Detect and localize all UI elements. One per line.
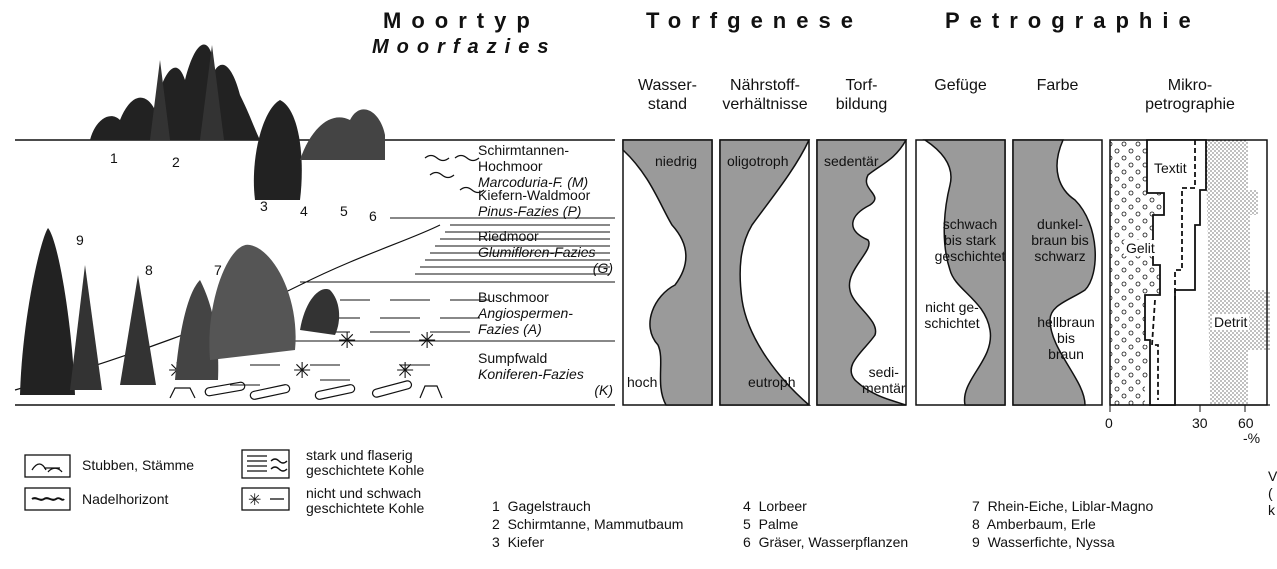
header-torfgenese: Torfgenese [646,8,863,34]
plant-number-2: 2 [172,154,180,170]
label-detrit: Detrit [1212,314,1249,330]
wasserstand-curve [623,140,712,405]
plant-number-7: 7 [214,262,222,278]
legend-nadel: Nadelhorizont [82,492,168,507]
svg-text:✳: ✳ [418,329,436,354]
plant-number-8: 8 [145,262,153,278]
colhead-torfbildung: Torf-bildung [817,76,906,114]
svg-text:✳: ✳ [293,359,311,384]
colhead-wasserstand: Wasser-stand [623,76,712,114]
plant-number-3: 3 [260,198,268,214]
header-moorfazies: Moorfazies [372,36,556,59]
label-sedimentaer: sedi-mentär [862,364,906,396]
plant-number-6: 6 [369,208,377,224]
plant-number-9: 9 [76,232,84,248]
edge-text: V(k [1268,468,1277,519]
mikro-chart [1110,140,1270,412]
label-oligotroph: oligotroph [727,153,789,169]
label-gelit: Gelit [1124,240,1157,256]
colhead-farbe: Farbe [1013,76,1102,95]
plant-number-4: 4 [300,203,308,219]
colhead-mikro: Mikro-petrographie [1120,76,1260,114]
naehrstoff-curve [720,140,809,405]
legend-stubben: Stubben, Stämme [82,458,194,473]
label-hoch: hoch [627,374,657,390]
label-niedrig: niedrig [655,153,697,169]
svg-text:✳: ✳ [338,329,356,354]
axis-tick-0: 0 [1105,415,1113,431]
header-moortyp: Moortyp [383,8,540,34]
axis-unit: -% [1243,430,1260,446]
farbe-curve [1013,140,1095,405]
label-eutroph: eutroph [748,374,795,390]
header-petrographie: Petrographie [945,8,1201,34]
plant-number-1: 1 [110,150,118,166]
colhead-naehrstoff: Nährstoff-verhältnisse [712,76,818,114]
svg-text:✳: ✳ [248,490,261,509]
svg-text:✳: ✳ [396,359,414,384]
label-sedentaer: sedentär [824,153,878,169]
facies-schirm: Schirmtannen-Hochmoor Marcoduria-F. (M) [478,142,588,190]
axis-tick-60: 60 [1238,415,1254,431]
gefuege-curve [925,140,1005,405]
axis-tick-30: 30 [1192,415,1208,431]
label-textit: Textit [1152,160,1189,176]
label-gefuege-lower: nicht ge-schichtet [916,299,988,331]
colhead-gefuege: Gefüge [916,76,1005,95]
plant-number-5: 5 [340,203,348,219]
